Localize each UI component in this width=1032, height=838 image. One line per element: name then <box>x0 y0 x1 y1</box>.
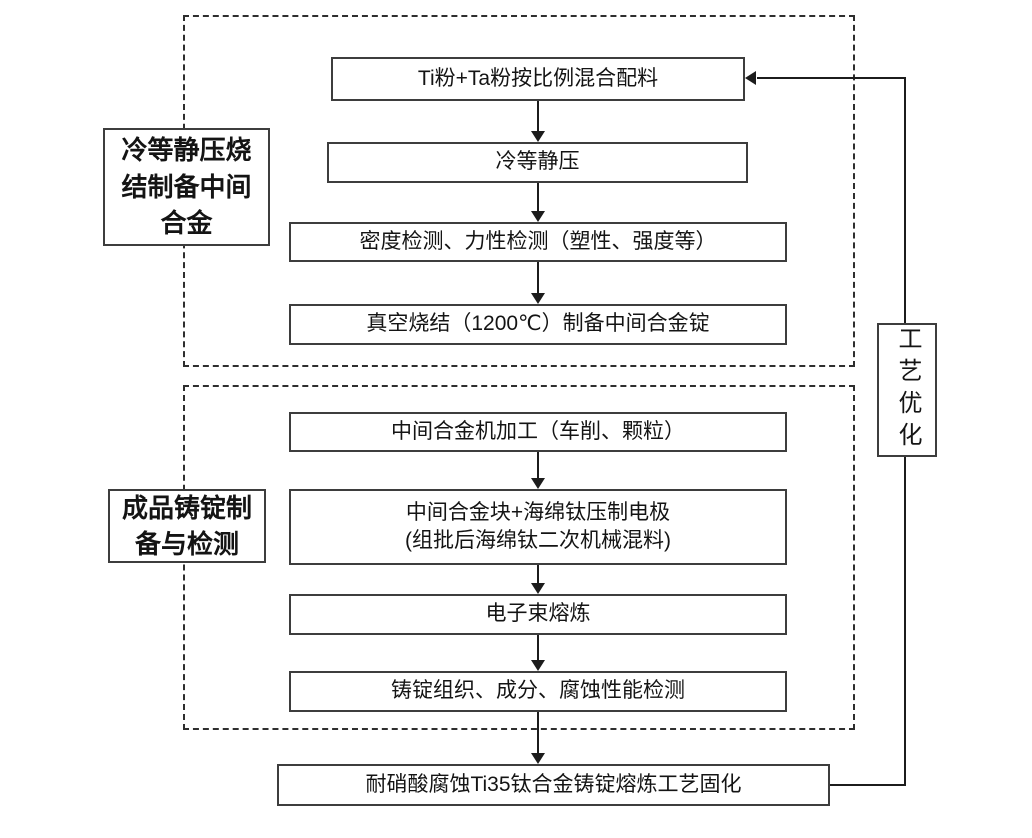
group-label-ingot-preparation: 成品铸锭制 备与检测 <box>108 489 266 563</box>
step-text: 密度检测、力性检测（塑性、强度等） <box>359 229 717 253</box>
step-text: 耐硝酸腐蚀Ti35钛合金铸锭熔炼工艺固化 <box>365 772 742 796</box>
arrow-1-head <box>531 131 545 142</box>
step-text: 中间合金机加工（车削、颗粒） <box>391 419 685 443</box>
step-ingot-testing: 铸锭组织、成分、腐蚀性能检测 <box>289 671 787 712</box>
step-cold-isostatic-pressing: 冷等静压 <box>327 142 748 183</box>
feedback-bottom-line <box>830 784 906 786</box>
arrow-3-head <box>531 293 545 304</box>
feedback-label-box: 工艺优化 <box>877 323 937 457</box>
step-electron-beam-melting: 电子束熔炼 <box>289 594 787 635</box>
step-electrode-pressing: 中间合金块+海绵钛压制电极 (组批后海绵钛二次机械混料) <box>289 489 787 565</box>
step-text: Ti粉+Ta粉按比例混合配料 <box>417 66 659 90</box>
group-label-line: 冷等静压烧 <box>121 135 252 166</box>
arrow-5-head <box>531 583 545 594</box>
step-text: 电子束熔炼 <box>485 602 591 626</box>
step-powder-mixing: Ti粉+Ta粉按比例混合配料 <box>331 57 745 101</box>
arrow-2-head <box>531 211 545 222</box>
arrow-7-head <box>531 753 545 764</box>
step-density-mechanical-test: 密度检测、力性检测（塑性、强度等） <box>289 222 787 262</box>
arrow-6-head <box>531 660 545 671</box>
group-label-line: 合金 <box>160 208 213 239</box>
arrow-2-line <box>537 183 539 213</box>
feedback-arrow-head <box>745 71 756 85</box>
arrow-5-line <box>537 565 539 585</box>
step-vacuum-sintering: 真空烧结（1200℃）制备中间合金锭 <box>289 304 787 345</box>
group-label-line: 成品铸锭制 <box>121 492 252 523</box>
arrow-1-line <box>537 101 539 133</box>
group-label-intermediate-alloy: 冷等静压烧 结制备中间 合金 <box>103 128 270 246</box>
arrow-3-line <box>537 262 539 295</box>
arrow-4-line <box>537 452 539 480</box>
step-text: 中间合金块+海绵钛压制电极 <box>405 500 671 524</box>
arrow-4-head <box>531 478 545 489</box>
group-label-line: 备与检测 <box>134 529 239 559</box>
step-text: (组批后海绵钛二次机械混料) <box>405 529 671 552</box>
step-text: 真空烧结（1200℃）制备中间合金锭 <box>366 312 710 336</box>
arrow-6-line <box>537 635 539 662</box>
step-text: 冷等静压 <box>495 150 580 174</box>
step-text: 铸锭组织、成分、腐蚀性能检测 <box>391 679 685 703</box>
arrow-7-line <box>537 712 539 755</box>
feedback-label-text: 工艺优化 <box>894 326 921 454</box>
feedback-top-line <box>757 77 906 79</box>
group-label-line: 结制备中间 <box>121 171 252 202</box>
step-machining: 中间合金机加工（车削、颗粒） <box>289 412 787 452</box>
step-final-process-solidification: 耐硝酸腐蚀Ti35钛合金铸锭熔炼工艺固化 <box>277 764 830 806</box>
